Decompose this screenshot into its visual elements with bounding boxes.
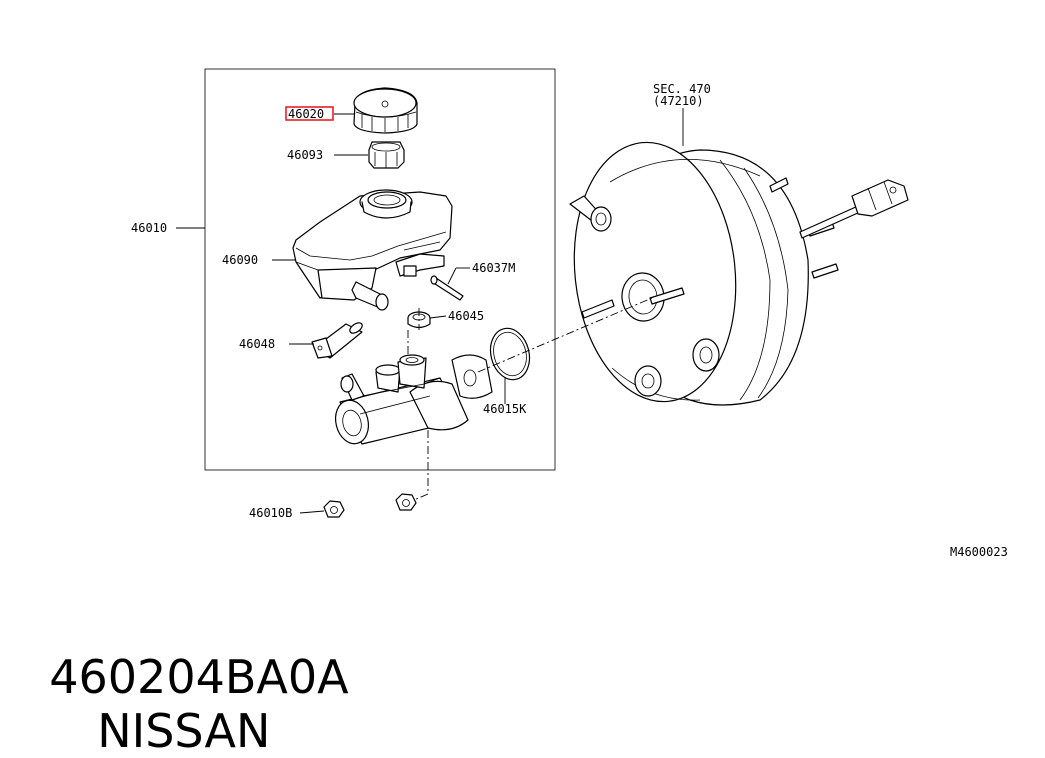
reservoir-tank[interactable] xyxy=(292,189,453,311)
strainer[interactable] xyxy=(368,141,405,169)
highlight-box xyxy=(285,106,334,121)
callout-pin[interactable]: 46037M xyxy=(472,261,515,275)
callout-oring[interactable]: 46015K xyxy=(483,402,527,416)
nut-right[interactable] xyxy=(395,493,417,511)
nut-left[interactable] xyxy=(323,500,345,518)
callout-seal[interactable]: 46048 xyxy=(239,337,275,351)
callout-reservoir[interactable]: 46090 xyxy=(222,253,258,267)
brand-name: NISSAN xyxy=(97,704,271,758)
callout-nut[interactable]: 46010B xyxy=(249,506,292,520)
callout-cap[interactable]: 46020 xyxy=(288,107,324,121)
leader-lines xyxy=(176,108,684,514)
o-ring[interactable] xyxy=(485,324,534,384)
reservoir-cap[interactable] xyxy=(353,87,418,134)
callout-booster-ref[interactable]: (47210) xyxy=(653,94,704,108)
assembly-frame xyxy=(204,68,556,471)
footer-caption: 460204BA0A NISSAN xyxy=(20,596,349,758)
callout-strainer[interactable]: 46093 xyxy=(287,148,323,162)
brake-booster[interactable] xyxy=(562,134,909,409)
callout-assembly[interactable]: 46010 xyxy=(131,221,167,235)
parts-diagram: 46020 46093 46010 46090 46037M 46045 460… xyxy=(131,68,1008,559)
master-cylinder[interactable] xyxy=(331,354,493,447)
drawing-code: M4600023 xyxy=(950,545,1008,559)
seal[interactable] xyxy=(311,321,364,359)
pin[interactable] xyxy=(430,275,464,301)
part-number: 460204BA0A xyxy=(49,650,349,704)
callout-booster-sec[interactable]: SEC. 470 xyxy=(653,82,711,96)
callout-grommet[interactable]: 46045 xyxy=(448,309,484,323)
